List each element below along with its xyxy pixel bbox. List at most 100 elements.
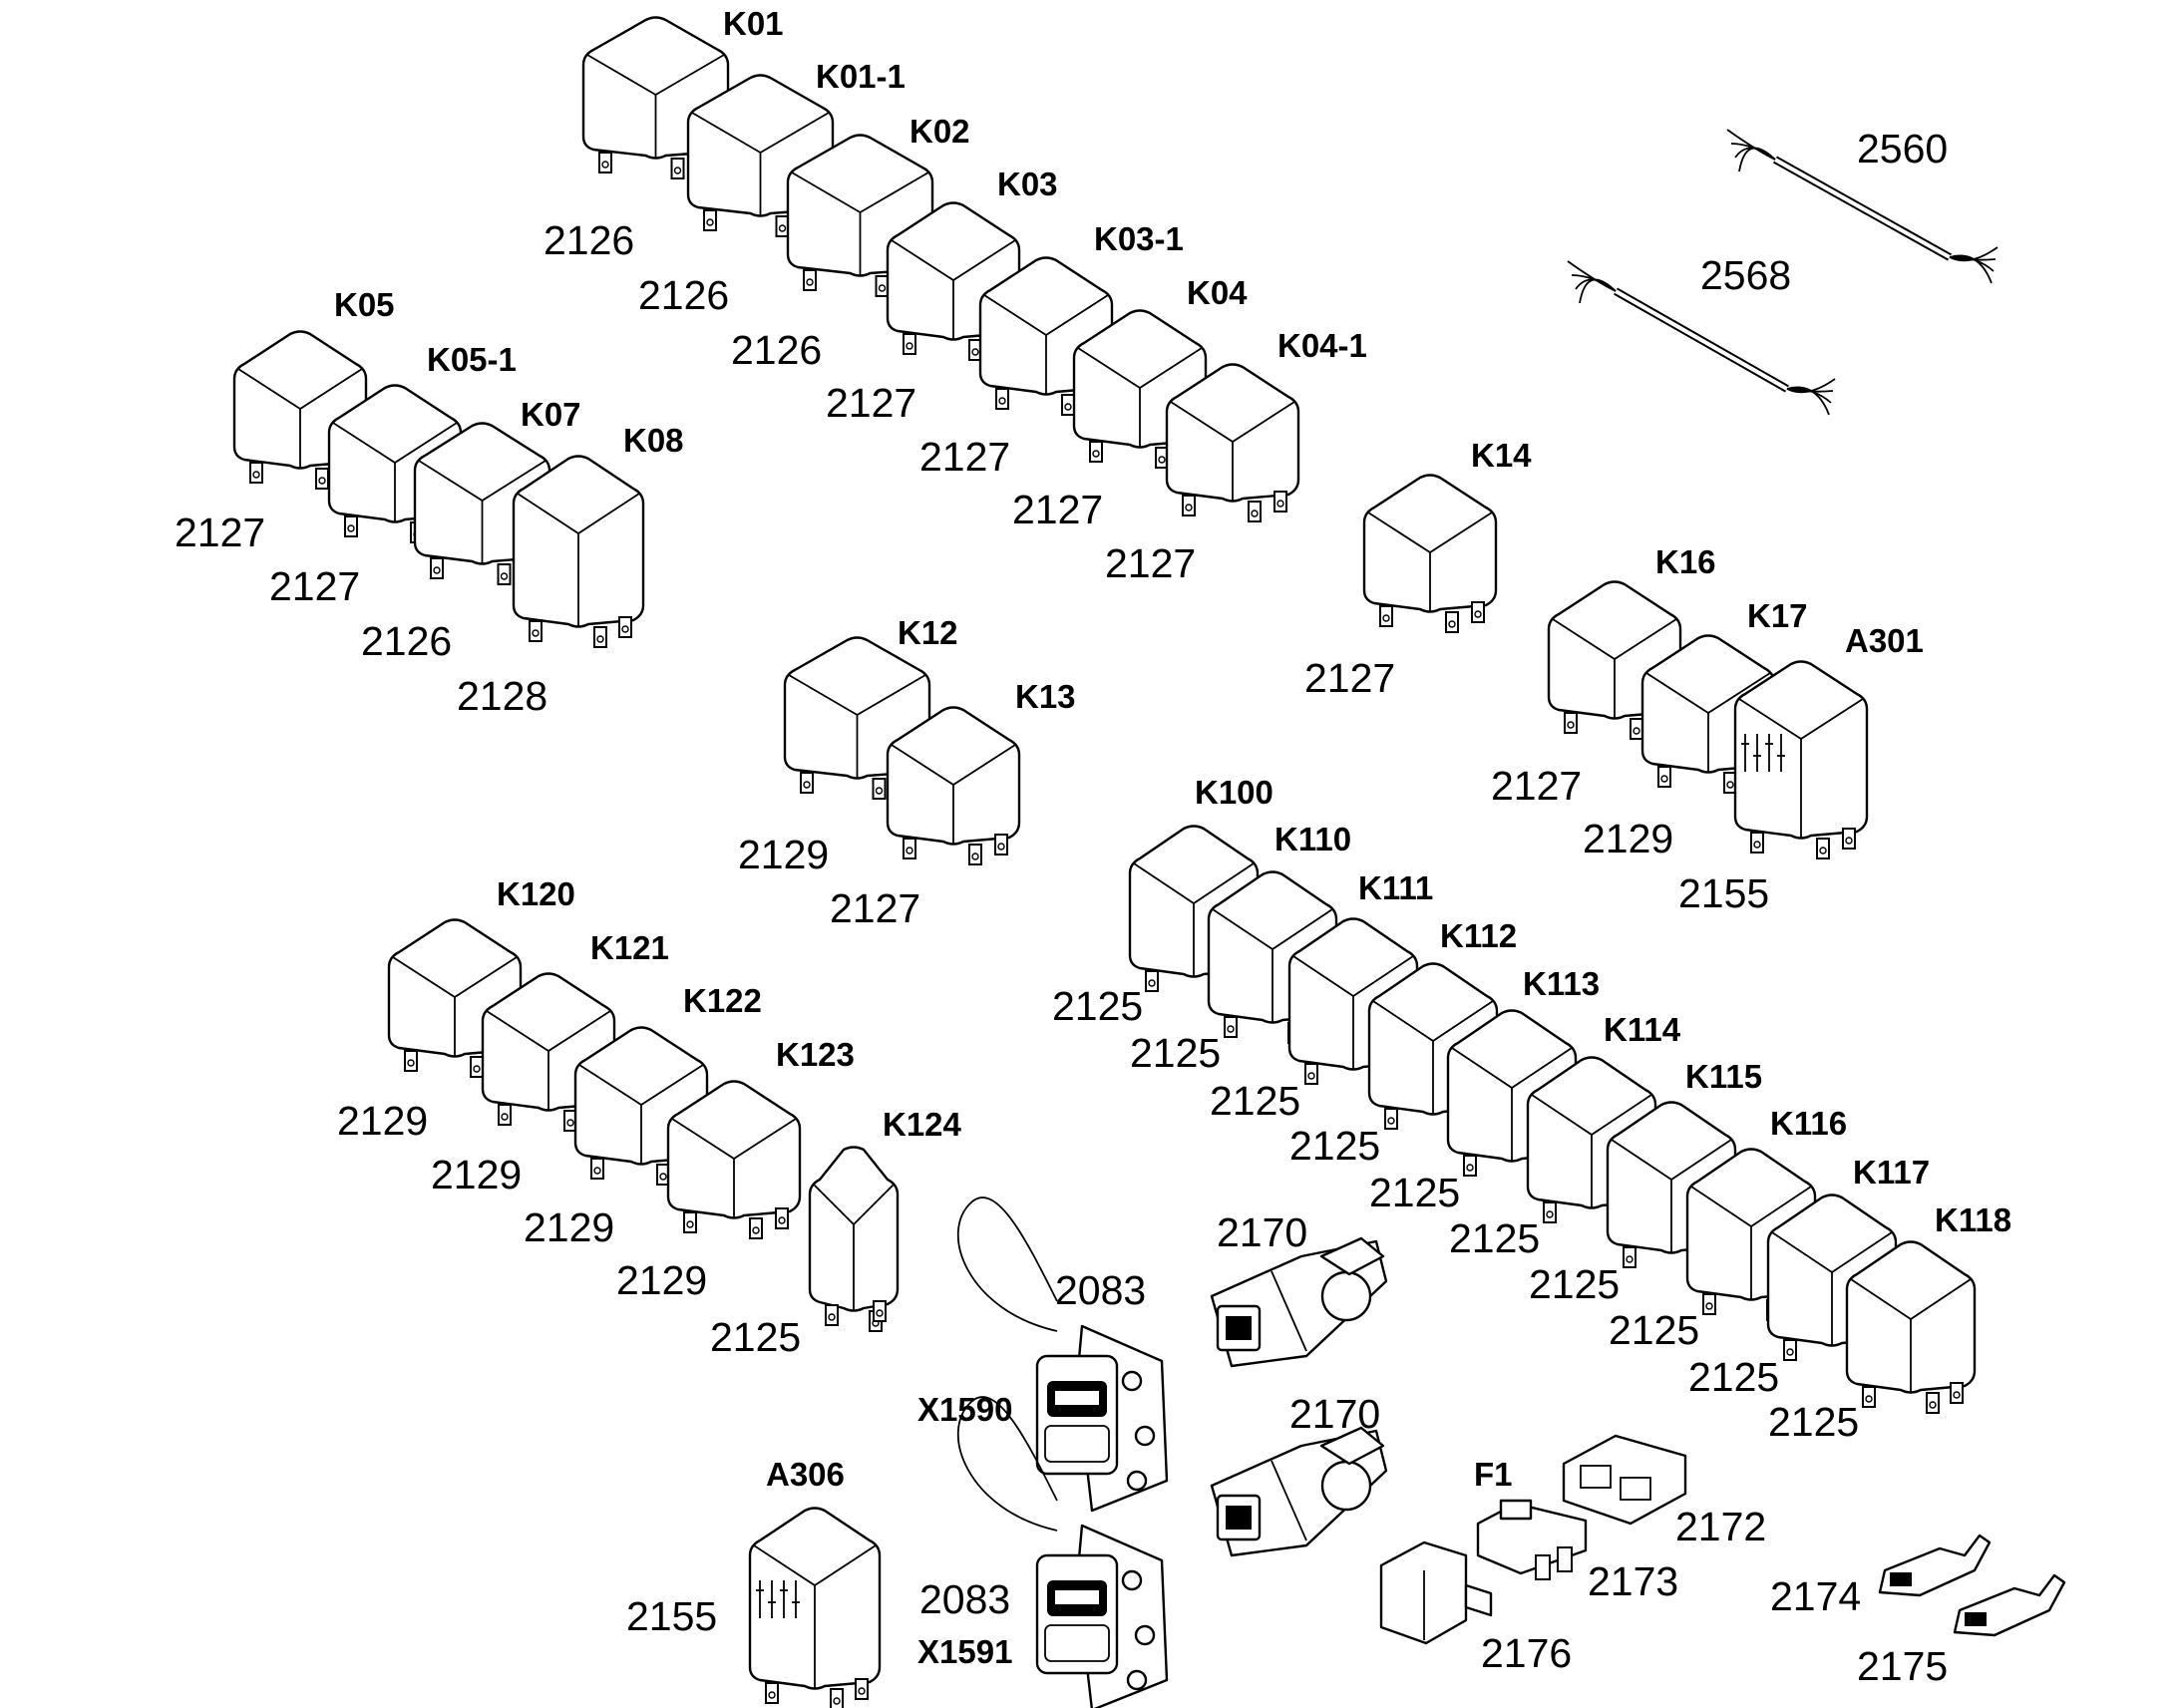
- plug-group: 2170 2170: [1210, 1209, 1388, 1557]
- relay-label: K01: [723, 5, 784, 42]
- relay-body: [886, 706, 1021, 846]
- plug-2170-2: 2170: [1210, 1391, 1388, 1557]
- part-number: 2176: [1481, 1630, 1572, 1676]
- small-parts-group: F1 2173 2172 2176 2174 2175: [1379, 1434, 2066, 1689]
- relay-label: K122: [683, 982, 762, 1019]
- relay-k118: K118 2125: [1768, 1201, 2011, 1445]
- terminal-2175: 2175: [1857, 1573, 2066, 1689]
- part-number: 2129: [431, 1152, 522, 1197]
- part-number: 2125: [1609, 1307, 1699, 1353]
- part-number: 2129: [616, 1257, 707, 1303]
- relay-label: K118: [1935, 1201, 2011, 1238]
- part-number: 2125: [1449, 1215, 1540, 1261]
- part-number: 2129: [524, 1204, 614, 1250]
- part-number: 2127: [919, 434, 1010, 480]
- part-number: 2129: [738, 832, 829, 877]
- relay-label: K117: [1853, 1154, 1930, 1191]
- cable-2568: 2568: [1567, 252, 1836, 416]
- relay-label: K07: [521, 396, 581, 433]
- relay-label: K116: [1770, 1105, 1847, 1142]
- relay-label: K123: [776, 1036, 855, 1073]
- relay-label: K08: [623, 422, 684, 459]
- part-number: 2125: [1369, 1170, 1460, 1215]
- relay-group: K012126K01-12126K022126K032127K03-12127K…: [175, 5, 2011, 1708]
- part-number: 2170: [1217, 1209, 1307, 1255]
- relay-label: A306: [766, 1456, 845, 1493]
- part-number: 2125: [1210, 1078, 1300, 1124]
- part-number: 2126: [731, 327, 822, 373]
- part-number: 2560: [1857, 126, 1948, 171]
- relay-label: K04-1: [1277, 327, 1367, 364]
- part-number: 2127: [826, 380, 916, 426]
- relay-label: K03: [997, 166, 1058, 202]
- part-number: 2127: [1491, 763, 1582, 809]
- relay-label: K05-1: [427, 341, 517, 378]
- part-number: 2173: [1588, 1558, 1678, 1604]
- relay-label: K16: [1655, 543, 1716, 580]
- part-number: 2129: [1583, 816, 1673, 861]
- relay-k13: K13 2127: [830, 678, 1076, 931]
- part-number: 2125: [1688, 1354, 1779, 1400]
- relay-k04-1: K04-1 2127: [1105, 327, 1367, 586]
- relay-label: K13: [1015, 678, 1076, 715]
- connector-x1591: X1591 2083: [917, 1396, 1169, 1708]
- relay-body: [1362, 474, 1498, 613]
- relay-label: K120: [497, 875, 575, 912]
- relay-k14: K14 2127: [1304, 437, 1532, 701]
- part-2172: 2172: [1562, 1434, 1766, 1549]
- part-number: 2155: [626, 1593, 717, 1639]
- part-number: 2129: [337, 1098, 428, 1144]
- part-2176: 2176: [1379, 1540, 1572, 1676]
- relay-label: K02: [909, 113, 970, 150]
- relay-label: K114: [1604, 1011, 1681, 1048]
- part-number: 2127: [269, 563, 360, 609]
- relay-label: K112: [1440, 917, 1517, 954]
- connector-label: X1591: [917, 1633, 1012, 1670]
- relay-body: [666, 1080, 802, 1219]
- part-number: 2083: [919, 1576, 1010, 1622]
- part-number: 2125: [1130, 1030, 1221, 1076]
- part-number: 2125: [1768, 1399, 1859, 1445]
- relay-label: A301: [1845, 622, 1924, 659]
- part-number: 2170: [1289, 1391, 1380, 1437]
- relay-label: K100: [1195, 774, 1273, 811]
- part-number: 2128: [457, 673, 547, 719]
- part-number: 2125: [1289, 1123, 1380, 1169]
- relay-label: K121: [590, 929, 669, 966]
- relay-label: K14: [1471, 437, 1532, 474]
- part-number: 2155: [1678, 870, 1769, 916]
- part-number: 2175: [1857, 1643, 1948, 1689]
- fuse-label: F1: [1474, 1456, 1513, 1493]
- relay-label: K05: [334, 286, 395, 323]
- relay-label: K113: [1523, 965, 1600, 1002]
- relay-body: [1165, 363, 1300, 503]
- part-number: 2127: [830, 885, 920, 931]
- part-number: 2127: [1105, 540, 1196, 586]
- part-number: 2127: [1304, 655, 1395, 701]
- part-number: 2126: [544, 217, 634, 263]
- part-number: 2125: [1052, 983, 1143, 1029]
- part-number: 2127: [1012, 487, 1103, 532]
- relay-label: K03-1: [1094, 220, 1184, 257]
- fuse-f1: F1 2173: [1474, 1456, 1678, 1604]
- relay-body: [1845, 1240, 1977, 1394]
- relay-a306: A306 2155: [626, 1456, 882, 1708]
- relay-label: K110: [1274, 821, 1351, 857]
- relay-label: K124: [883, 1106, 962, 1143]
- part-number: 2126: [361, 618, 452, 664]
- terminal-2174: 2174: [1770, 1534, 1992, 1619]
- relay-label: K04: [1187, 274, 1248, 311]
- part-number: 2127: [175, 510, 265, 555]
- part-number: 2174: [1770, 1573, 1861, 1619]
- part-number: 2172: [1675, 1504, 1766, 1549]
- part-number: 2083: [1055, 1267, 1146, 1313]
- part-number: 2568: [1700, 252, 1791, 298]
- cable-2560: 2560: [1726, 126, 1998, 284]
- relay-a301: A301 2155: [1678, 622, 1924, 916]
- relay-k01: K01 2126: [544, 5, 784, 263]
- cable-group: 2560 2568: [1567, 126, 1998, 416]
